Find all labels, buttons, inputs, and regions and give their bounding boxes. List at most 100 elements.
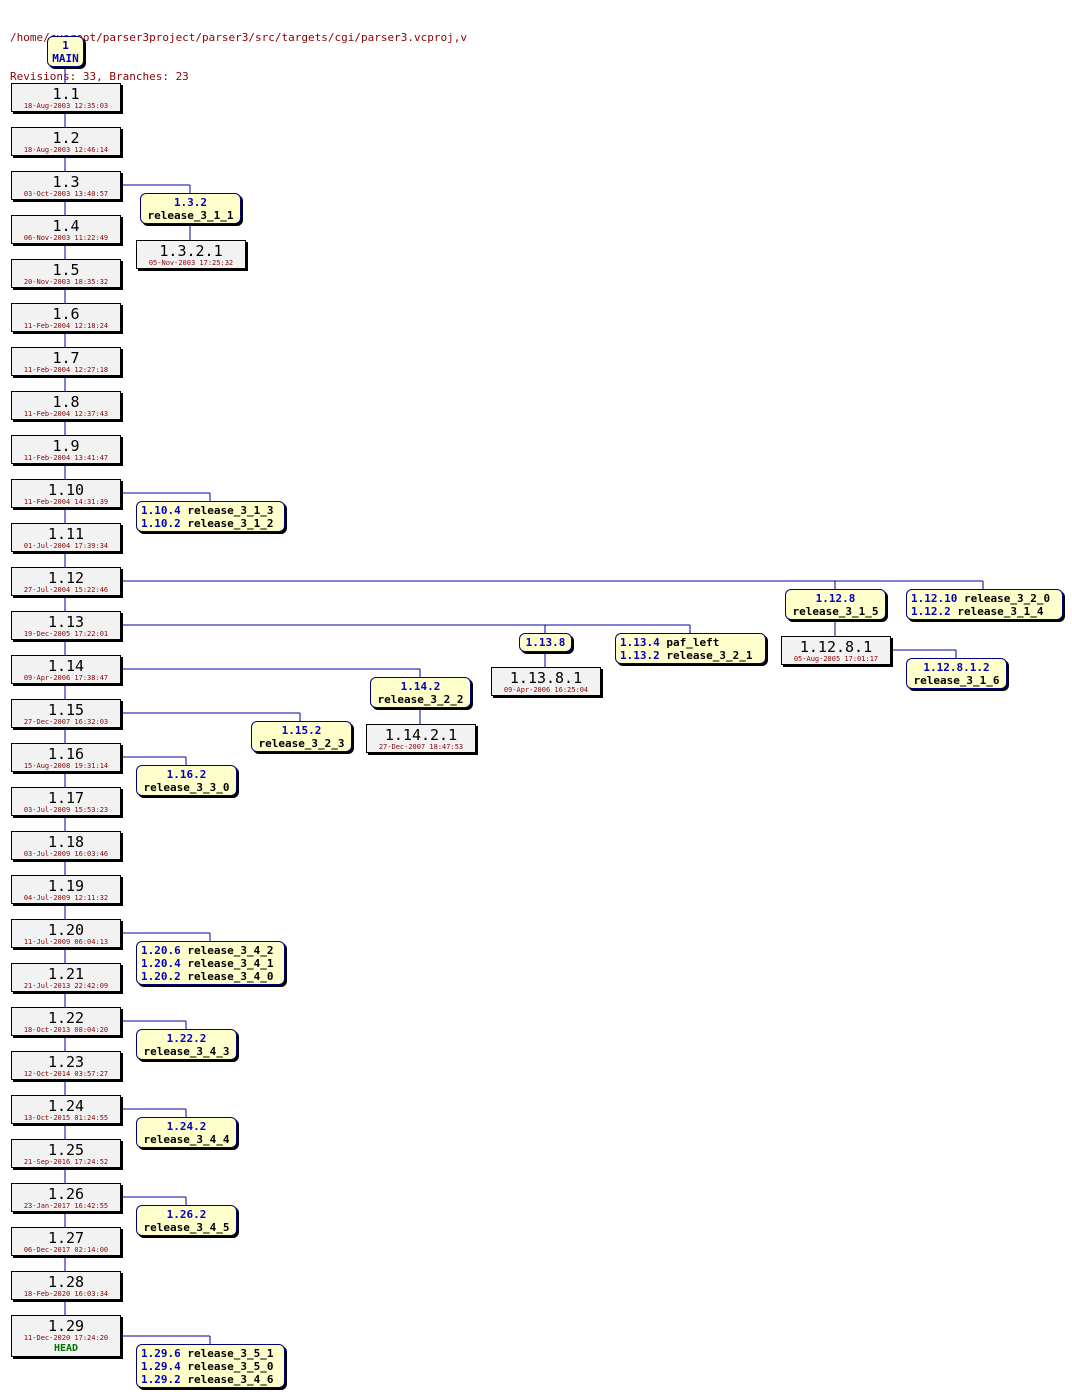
revision-date: 15-Aug-2008 19:31:14 [23,762,109,770]
branch-label-row: 1.22.2 [167,1032,207,1045]
revision-number: 1.1 [52,85,80,103]
branch-tag-name: release_3_1_4 [957,604,1044,618]
branch-number: 1.10.2 [141,516,181,530]
branch-label-row: 1.13.2 release_3_2_1 [620,649,752,662]
branch-label-row: 1.20.6 release_3_4_2 [141,944,273,957]
branch-number: 1.13.8 [525,636,566,649]
branch-node[interactable]: 1.13.8 [519,633,572,652]
branch-label-row: release_3_2_3 [258,737,344,750]
revision-number: 1.17 [47,789,85,807]
branch-tag-name: release_3_2_1 [666,648,753,662]
branch-label-row: 1.12.10 release_3_2_0 [911,592,1050,605]
revision-number: 1.22 [47,1009,85,1027]
branch-label-row: 1.12.8 [816,592,856,605]
revision-date: 09-Apr-2006 17:38:47 [23,674,109,682]
branch-number: 1.20.2 [141,969,181,983]
branch-number: 1.20.4 [141,956,181,970]
revision-date: 09-Apr-2006 16:25:04 [503,686,589,694]
branch-number: 1.26.2 [166,1207,207,1221]
branch-tag-name: release_3_2_2 [377,692,464,706]
branch-label-row: 1.13.8 [526,636,566,649]
branch-label-row: 1.10.4 release_3_1_3 [141,504,273,517]
branch-label-row: 1.26.2 [167,1208,207,1221]
revision-number: 1.4 [52,217,80,235]
revision-number: 1.14 [47,657,85,675]
revision-date: 03-Jul-2009 16:03:46 [23,850,109,858]
branch-tag-name: release_3_1_2 [187,516,274,530]
revision-number: 1.19 [47,877,85,895]
revision-date: 20-Nov-2003 18:35:32 [23,278,109,286]
revision-date: 11-Feb-2004 13:41:47 [23,454,109,462]
branch-tag-name: release_3_1_1 [147,208,234,222]
revision-date: 23-Jan-2017 16:42:55 [23,1202,109,1210]
revision-date: 13-Oct-2015 01:24:55 [23,1114,109,1122]
branch-label-row: release_3_4_4 [143,1133,229,1146]
revision-date: 18-Oct-2013 08:04:20 [23,1026,109,1034]
branch-tag-name: release_3_4_6 [187,1372,274,1386]
branch-tag-name: paf_left [666,635,720,649]
branch-label-row: release_3_1_5 [792,605,878,618]
revision-date: 06-Dec-2017 02:14:00 [23,1246,109,1254]
revision-number: 1.12.8.1 [799,638,873,656]
revision-date: 11-Feb-2004 12:27:18 [23,366,109,374]
branch-label-row: 1.16.2 [167,768,207,781]
branch-label-row: release_3_2_2 [377,693,463,706]
revision-number: 1.25 [47,1141,85,1159]
branch-number: 1.29.2 [141,1372,181,1386]
branch-tag-name: MAIN [52,51,79,65]
branch-number: 1.29.4 [141,1359,181,1373]
branch-label-row: 1.3.2 [174,196,207,209]
revision-number: 1.21 [47,965,85,983]
branch-label-row: 1.29.6 release_3_5_1 [141,1347,273,1360]
branch-number: 1.12.10 [911,591,958,605]
